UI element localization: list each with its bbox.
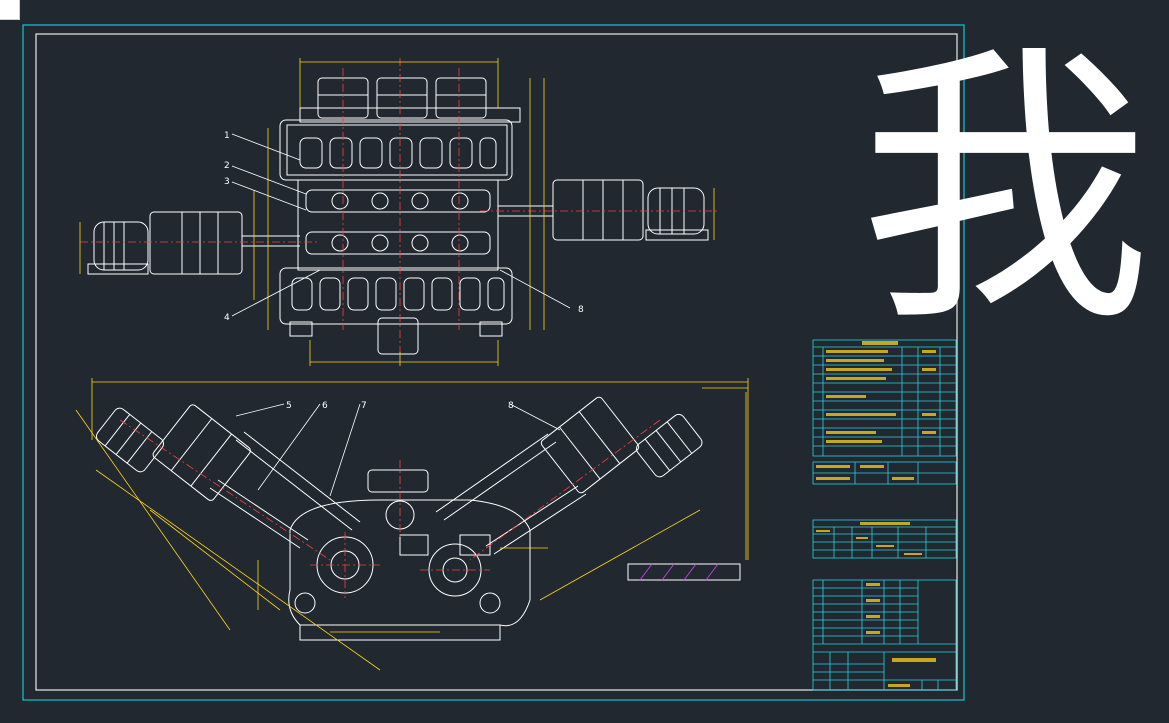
part-label-2: 2 [224, 161, 230, 171]
part-label-3: 3 [224, 177, 230, 187]
top-view-dimensions [79, 58, 715, 366]
top-view-centerlines [80, 58, 720, 352]
part-label-7: 7 [361, 401, 367, 411]
motor-icon [95, 407, 165, 473]
sheet-outer-frame [22, 24, 965, 701]
universal-shaft-icon [242, 235, 300, 247]
gearbox-icon [552, 179, 644, 241]
part-label-6: 6 [322, 401, 328, 411]
title-block-tables [812, 339, 957, 691]
gearbox-icon [299, 77, 521, 123]
part-label-8-top: 8 [578, 305, 584, 315]
front-view-centerlines [119, 419, 661, 598]
roll-stand-icon [279, 267, 513, 325]
front-view-leaders [235, 403, 561, 497]
front-view [95, 396, 741, 641]
gearbox-icon [152, 404, 251, 501]
roll-stand-icon [288, 469, 531, 641]
roll-stand-icon [279, 119, 513, 181]
universal-shaft-icon [209, 431, 587, 555]
motor-icon [87, 221, 149, 275]
overlay-character: 我 [859, 20, 1151, 360]
part-label-1: 1 [224, 131, 230, 141]
part-label-5: 5 [286, 401, 292, 411]
front-view-dimensions [75, 378, 749, 671]
gearbox-icon [540, 396, 640, 494]
motor-icon [635, 413, 703, 478]
top-view [87, 77, 709, 355]
table-text-marks [816, 341, 936, 687]
top-view-leaders [231, 133, 571, 317]
part-label-4: 4 [224, 313, 230, 323]
rail-hatching [639, 563, 719, 581]
sheet-inner-frame [35, 33, 958, 691]
part-label-8-bottom: 8 [508, 401, 514, 411]
gearbox-icon [149, 211, 243, 275]
viewport-corner-box [0, 0, 20, 20]
motor-icon [645, 187, 709, 241]
